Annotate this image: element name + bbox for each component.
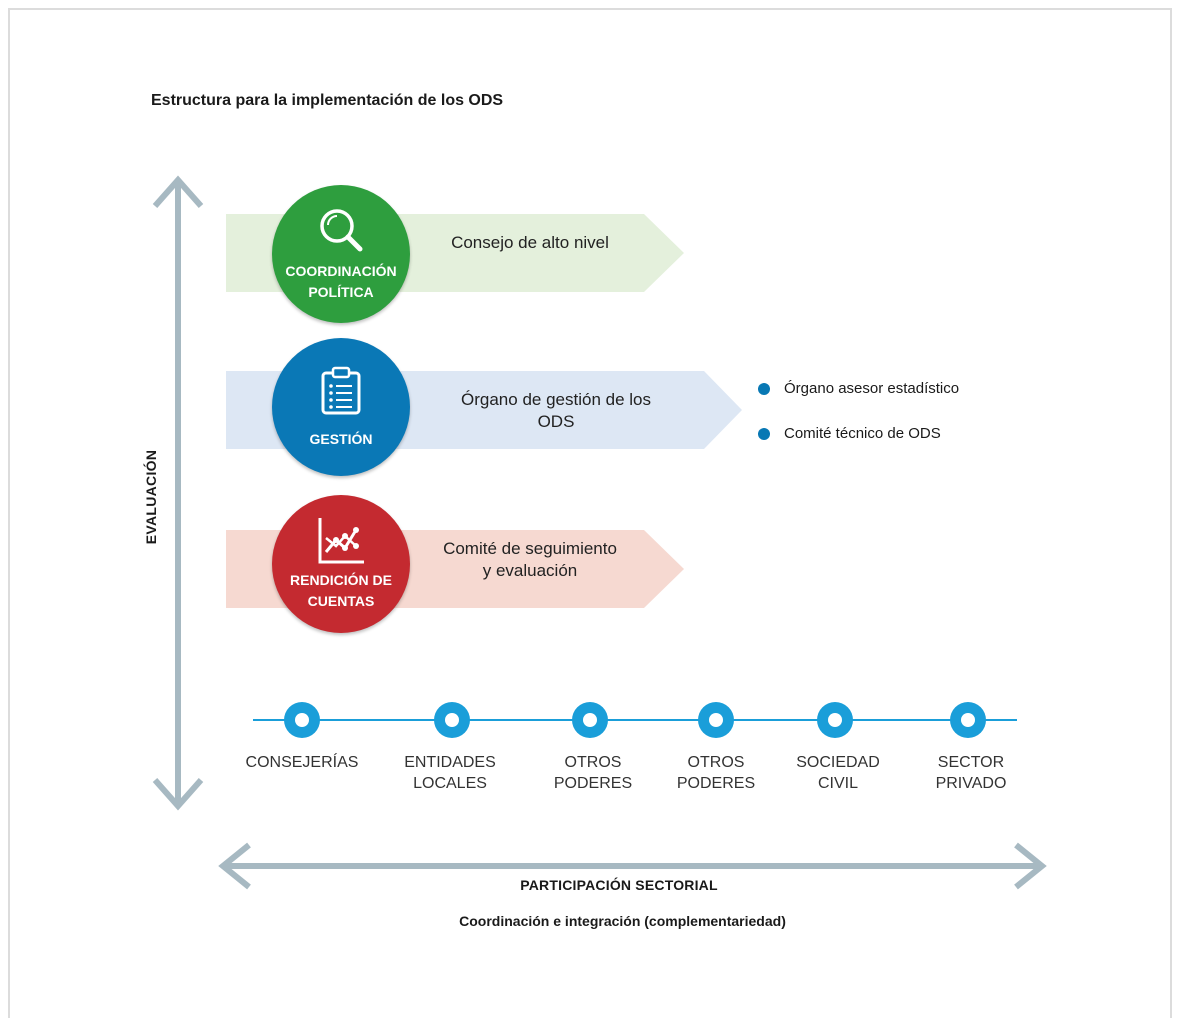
band-text-gestion: Órgano de gestión de los ODS <box>461 390 651 431</box>
gestion-bullet-item: Órgano asesor estadístico <box>758 380 959 397</box>
horizontal-axis-label: PARTICIPACIÓN SECTORIAL <box>520 877 718 893</box>
vertical-axis-arrowhead-bottom <box>152 778 204 811</box>
diagram-footer: Coordinación e integración (complementar… <box>459 913 786 929</box>
sector-label: OTROS PODERES <box>553 754 633 792</box>
sector-node <box>284 702 320 738</box>
circle-rendicion-de-cuentas: RENDICIÓN DE CUENTAS <box>272 495 410 633</box>
figure-frame <box>8 8 1172 1018</box>
vertical-axis-arrowhead-top <box>152 175 204 208</box>
sector-label: CONSEJERÍAS <box>245 754 359 771</box>
sector-label: SECTOR PRIVADO <box>935 754 1007 792</box>
gestion-bullet-item: Comité técnico de ODS <box>758 425 941 442</box>
line-chart-icon <box>318 518 364 564</box>
vertical-axis-label: EVALUACIÓN <box>143 449 159 545</box>
circle-coordinacion-politica: COORDINACIÓN POLÍTICA <box>272 185 410 323</box>
sector-label: SOCIEDAD CIVIL <box>796 754 880 792</box>
sector-label: OTROS PODERES <box>676 754 756 792</box>
clipboard-icon <box>321 366 361 414</box>
horizontal-axis-arrowhead-left <box>218 842 251 890</box>
circle-label-coordinacion: COORDINACIÓN POLÍTICA <box>285 263 397 300</box>
band-text-rendicion: Comité de seguimiento y evaluación <box>443 539 617 580</box>
magnifier-icon <box>320 209 363 252</box>
horizontal-axis-arrowhead-right <box>1014 842 1047 890</box>
circle-label-rendicion: RENDICIÓN DE CUENTAS <box>290 572 392 609</box>
sector-node <box>434 702 470 738</box>
sector-node <box>698 702 734 738</box>
sector-node <box>950 702 986 738</box>
circle-label-gestion: GESTIÓN <box>309 430 373 447</box>
sector-node <box>817 702 853 738</box>
sector-node <box>572 702 608 738</box>
bullet-text: Comité técnico de ODS <box>784 425 941 442</box>
circle-gestion: GESTIÓN <box>272 338 410 476</box>
diagram-title: Estructura para la implementación de los… <box>151 92 504 109</box>
bullet-text: Órgano asesor estadístico <box>784 380 960 397</box>
sector-label: ENTIDADES LOCALES <box>404 754 496 792</box>
bullet-dot <box>758 382 770 395</box>
bullet-dot <box>758 427 770 440</box>
band-text-coordinacion: Consejo de alto nivel <box>451 233 609 252</box>
